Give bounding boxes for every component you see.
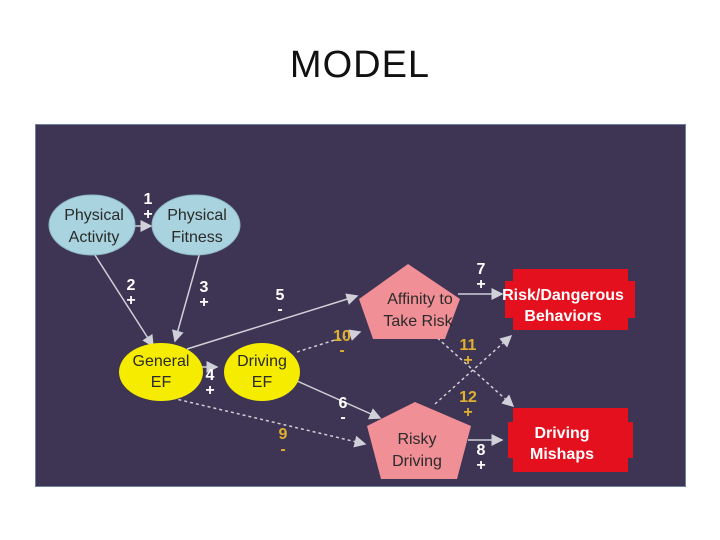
risk-behaviors-line1: Risk/Dangerous	[502, 287, 624, 304]
risk-behaviors-line2: Behaviors	[524, 308, 601, 325]
risky-driving-line1: Risky	[397, 431, 436, 448]
slide-title: MODEL	[289, 44, 431, 86]
node-driving-ef: Driving EF	[224, 343, 300, 401]
path-model-diagram: Physical Activity Physical Fitness Gener…	[35, 124, 686, 487]
physical-fitness-line1: Physical	[167, 207, 227, 224]
general-ef-line1: General	[133, 353, 190, 370]
path-10-sign: -	[339, 342, 344, 359]
physical-activity-line1: Physical	[64, 207, 124, 224]
arrow-path-10	[296, 329, 362, 353]
arrow-path-2	[92, 251, 154, 348]
path-5-number: 5	[276, 287, 285, 304]
path-2-number: 2	[127, 277, 136, 294]
path-6-number: 6	[339, 395, 348, 412]
path-11-number: 11	[460, 337, 477, 354]
arrow-path-6	[296, 380, 382, 420]
path-11-sign: +	[463, 352, 472, 369]
physical-fitness-line2: Fitness	[171, 229, 223, 246]
risk-behaviors-box	[505, 269, 635, 330]
risky-driving-pentagon	[367, 402, 471, 479]
path-1-number: 1	[144, 191, 153, 208]
arrow-path-3	[172, 251, 201, 343]
physical-fitness-ellipse	[151, 194, 241, 256]
node-driving-mishaps: Driving Mishaps	[508, 408, 633, 472]
path-3-number: 3	[200, 279, 209, 296]
driving-mishaps-line1: Driving	[534, 425, 589, 442]
node-risky-driving: Risky Driving	[367, 402, 471, 479]
path-10-number: 10	[333, 328, 351, 345]
driving-ef-ellipse	[224, 343, 300, 401]
path-6-sign: -	[340, 409, 345, 426]
general-ef-line2: EF	[151, 374, 172, 391]
physical-activity-ellipse	[48, 194, 136, 256]
path-12-number: 12	[459, 389, 477, 406]
affinity-line2: Take Risk	[383, 313, 453, 330]
driving-mishaps-line2: Mishaps	[530, 446, 594, 463]
path-8-sign: +	[476, 457, 485, 474]
node-physical-fitness: Physical Fitness	[151, 194, 241, 256]
path-3-sign: +	[199, 294, 208, 311]
arrows	[92, 220, 515, 448]
node-risk-dangerous-behaviors: Risk/Dangerous Behaviors	[502, 269, 635, 330]
path-7-sign: +	[476, 276, 485, 293]
path-2-sign: +	[126, 292, 135, 309]
path-8-number: 8	[477, 442, 486, 459]
arrow-path-12	[434, 334, 513, 405]
path-5-sign: -	[277, 301, 282, 318]
path-7-number: 7	[477, 261, 486, 278]
affinity-pentagon	[359, 264, 460, 339]
path-labels: 1 + 2 + 3 + 4 + 5 - 6 - 7 + 8 + 9 - 10 -…	[126, 191, 485, 474]
driving-ef-line1: Driving	[237, 353, 287, 370]
node-affinity-to-take-risk: Affinity to Take Risk	[359, 264, 460, 339]
path-1-sign: +	[143, 206, 152, 223]
node-physical-activity: Physical Activity	[48, 194, 136, 256]
path-9-sign: -	[280, 441, 285, 458]
path-4-number: 4	[206, 367, 215, 384]
physical-activity-line2: Activity	[69, 229, 120, 246]
arrow-path-5	[186, 293, 359, 350]
path-9-number: 9	[279, 426, 288, 443]
driving-mishaps-box	[508, 408, 633, 472]
path-12-sign: +	[463, 404, 472, 421]
driving-ef-line2: EF	[252, 374, 273, 391]
node-general-ef: General EF	[119, 343, 203, 401]
risky-driving-line2: Driving	[392, 453, 442, 470]
path-4-sign: +	[205, 382, 214, 399]
general-ef-ellipse	[119, 343, 203, 401]
affinity-line1: Affinity to	[387, 291, 453, 308]
